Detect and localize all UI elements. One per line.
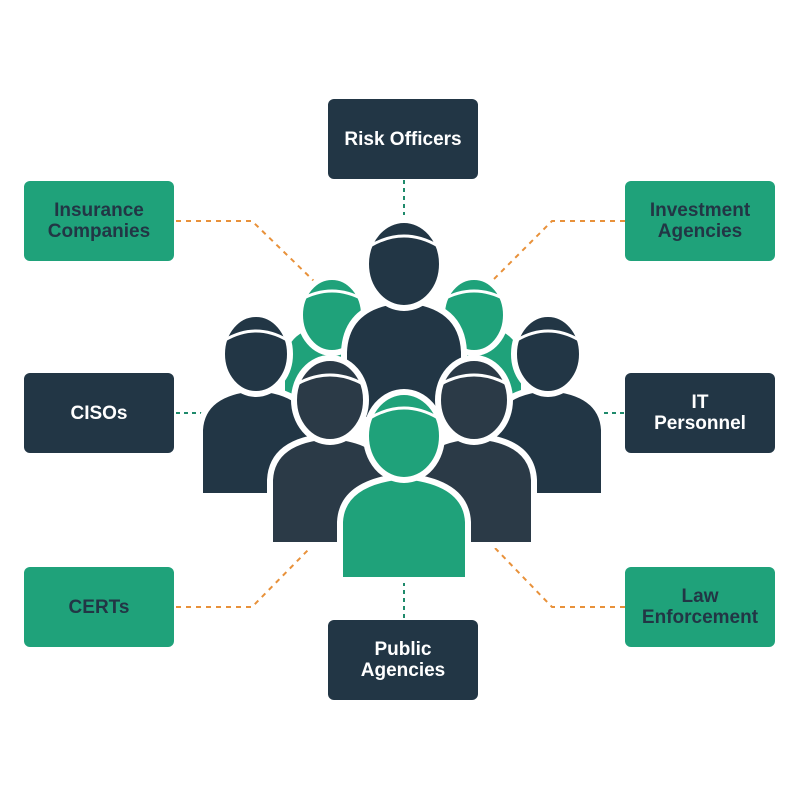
node-label: Risk Officers [344,128,462,150]
node-label: Insurance Companies [47,200,151,242]
node-certs: CERTs [24,567,174,647]
person-icon [341,217,467,423]
node-label: Law Enforcement [641,586,759,628]
node-investment-agencies: Investment Agencies [625,181,775,261]
node-it-personnel: IT Personnel [625,373,775,453]
node-label: CISOs [70,402,128,424]
node-public-agencies: Public Agencies [328,620,478,700]
node-risk-officers: Risk Officers [328,99,478,179]
node-label: Public Agencies [360,639,446,681]
node-label: IT Personnel [654,392,746,434]
node-insurance-companies: Insurance Companies [24,181,174,261]
connector-insurance [176,220,319,286]
connector-investment [489,220,625,284]
connector-certs [176,547,311,608]
node-label: CERTs [68,596,130,618]
connector-law [494,547,625,608]
node-label: Investment Agencies [649,200,751,242]
person-icon [337,389,471,583]
node-law-enforcement: Law Enforcement [625,567,775,647]
node-cisos: CISOs [24,373,174,453]
group-of-people-icon [197,217,607,583]
